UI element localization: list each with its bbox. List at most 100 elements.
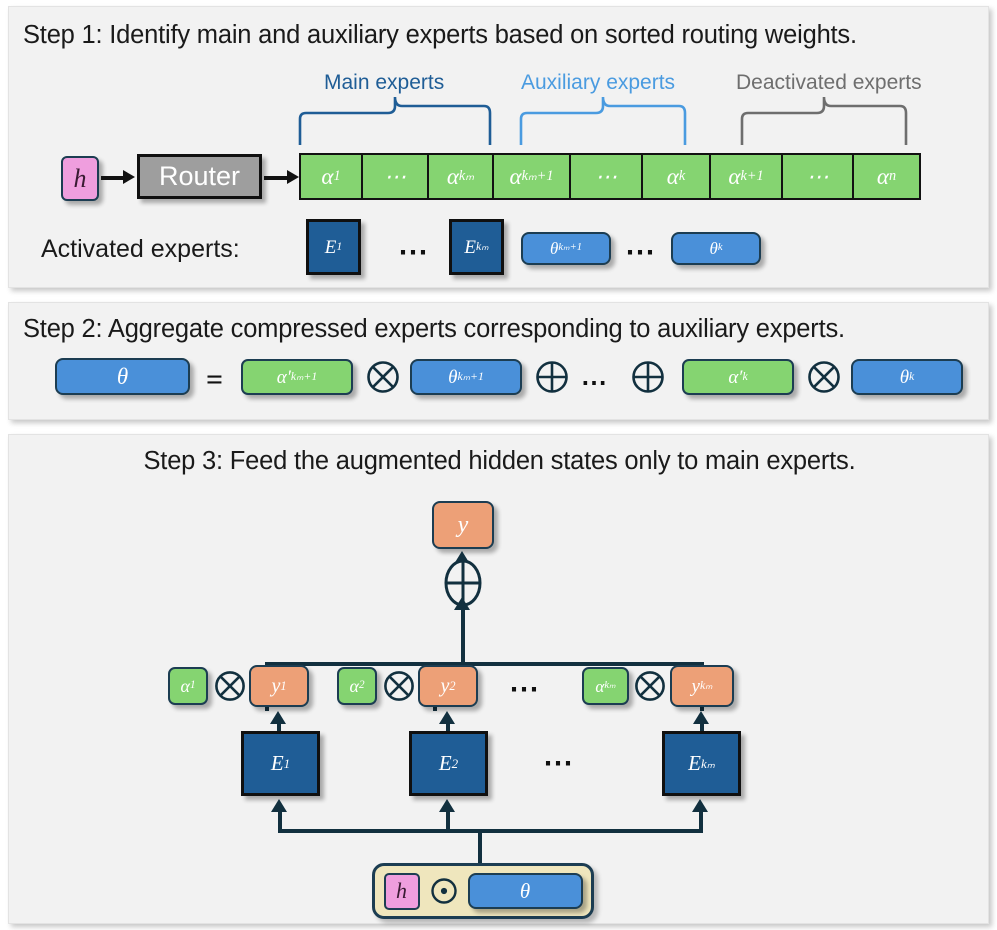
routing-weight-subscript: 1 bbox=[333, 168, 341, 185]
activated-experts-label: Activated experts: bbox=[41, 235, 240, 263]
theta-symbol: θ bbox=[116, 364, 129, 389]
alpha-prime-subscript: k bbox=[742, 370, 748, 384]
theta-symbol: θ bbox=[519, 878, 531, 903]
routing-weight-symbol: ⋯ bbox=[595, 163, 617, 189]
routing-weight-cell: ⋯ bbox=[569, 153, 643, 200]
routing-weight-subscript: kₘ+1 bbox=[521, 168, 554, 185]
y-symbol: y bbox=[440, 675, 450, 697]
compression-weight-box: α′k bbox=[682, 359, 794, 395]
fanin-bus-bottom bbox=[278, 829, 703, 833]
routing-weight-symbol: ⋯ bbox=[384, 163, 406, 189]
panel-step-2: Step 2: Aggregate compressed experts cor… bbox=[8, 302, 989, 420]
input-to-expert-arrowhead bbox=[439, 799, 455, 812]
tensor-product-icon bbox=[367, 361, 399, 393]
y-symbol: y bbox=[691, 675, 700, 697]
fanout-bus-top bbox=[265, 662, 704, 666]
routing-weight-symbol: α bbox=[666, 164, 679, 189]
activated-main-ellipsis: ⋯ bbox=[398, 236, 430, 269]
aggregated-theta-box: θ bbox=[467, 873, 583, 909]
expert-symbol: E bbox=[688, 751, 701, 775]
theta-symbol: θ bbox=[899, 366, 910, 388]
step3-gate-row-ellipsis: ⋯ bbox=[509, 673, 541, 706]
hidden-state-label: h bbox=[396, 878, 407, 903]
equals-sign: = bbox=[206, 363, 224, 396]
alpha-symbol: α bbox=[349, 676, 359, 696]
routing-weight-symbol: α bbox=[728, 164, 741, 189]
expert-subscript: 1 bbox=[283, 755, 291, 771]
bracket-label-deactivated-experts: Deactivated experts bbox=[736, 71, 922, 94]
tensor-product-icon bbox=[384, 671, 414, 701]
expert-subscript: 2 bbox=[451, 755, 459, 771]
hidden-state-label: h bbox=[73, 163, 87, 193]
bracket-label-auxiliary-experts: Auxiliary experts bbox=[521, 71, 676, 94]
y-subscript: 2 bbox=[449, 678, 456, 693]
alpha-prime-symbol: α′ bbox=[728, 366, 743, 388]
y-symbol: y bbox=[271, 675, 281, 697]
arrow-router-to-weights-head bbox=[287, 170, 299, 184]
trunk-vertical-line bbox=[461, 621, 465, 665]
routing-weight-symbol: ⋯ bbox=[806, 163, 829, 189]
theta-subscript: kₘ+1 bbox=[457, 370, 484, 384]
bracket-main-experts bbox=[298, 96, 492, 145]
expert-to-output-arrowhead bbox=[439, 711, 455, 724]
output-symbol: y bbox=[457, 512, 469, 538]
routing-weight-subscript: k+1 bbox=[740, 168, 764, 185]
routing-weight-symbol: α bbox=[321, 164, 334, 189]
bracket-auxiliary-experts bbox=[519, 96, 687, 145]
routing-weight-cell: ⋯ bbox=[781, 153, 854, 200]
step-3-title: Step 3: Feed the augmented hidden states… bbox=[143, 447, 856, 475]
alpha-symbol: α bbox=[595, 676, 605, 696]
routing-weight-symbol: α bbox=[876, 164, 889, 189]
routing-weight-subscript: n bbox=[888, 168, 897, 185]
panel-step-3: Step 3: Feed the augmented hidden states… bbox=[8, 434, 989, 924]
fanin-stem bbox=[478, 829, 482, 866]
expert-symbol: E bbox=[438, 751, 452, 775]
input-to-expert-line bbox=[699, 809, 703, 832]
tensor-product-icon bbox=[635, 671, 665, 701]
panel-step-1: Step 1: Identify main and auxiliary expe… bbox=[8, 6, 989, 288]
routing-weight-subscript: kₘ bbox=[458, 168, 475, 185]
expert-subscript: k bbox=[717, 242, 723, 254]
arrow-router-to-weights-line bbox=[264, 176, 291, 180]
step-2-title: Step 2: Aggregate compressed experts cor… bbox=[23, 315, 845, 343]
expert-symbol: E bbox=[324, 236, 337, 258]
tensor-product-icon bbox=[808, 361, 840, 393]
alpha-subscript: 1 bbox=[189, 679, 196, 692]
theta-symbol: θ bbox=[448, 366, 458, 388]
alpha-prime-subscript: kₘ+1 bbox=[290, 370, 318, 384]
routing-weight-cell: ⋯ bbox=[361, 153, 429, 200]
expert-subscript: kₘ bbox=[700, 755, 715, 771]
trunk-to-sum-arrowhead bbox=[454, 597, 470, 610]
alpha-symbol: α bbox=[180, 676, 190, 696]
alpha-subscript: 2 bbox=[358, 679, 365, 692]
y-subscript: 1 bbox=[280, 678, 287, 693]
routing-weight-symbol: α bbox=[446, 164, 459, 189]
input-to-expert-arrowhead bbox=[271, 799, 287, 812]
augmented-input-container: h θ bbox=[372, 863, 594, 919]
router-box: Router bbox=[137, 154, 262, 199]
arrow-h-to-router-line bbox=[101, 176, 127, 180]
bracket-label-main-experts: Main experts bbox=[324, 71, 445, 94]
output-box-y: y bbox=[432, 501, 494, 549]
expert-symbol: E bbox=[270, 751, 284, 775]
hidden-state-box-h: h bbox=[383, 872, 420, 910]
y-subscript: kₘ bbox=[699, 679, 713, 693]
step2-ellipsis: ⋯ bbox=[581, 367, 609, 397]
hadamard-product-icon bbox=[430, 878, 457, 904]
